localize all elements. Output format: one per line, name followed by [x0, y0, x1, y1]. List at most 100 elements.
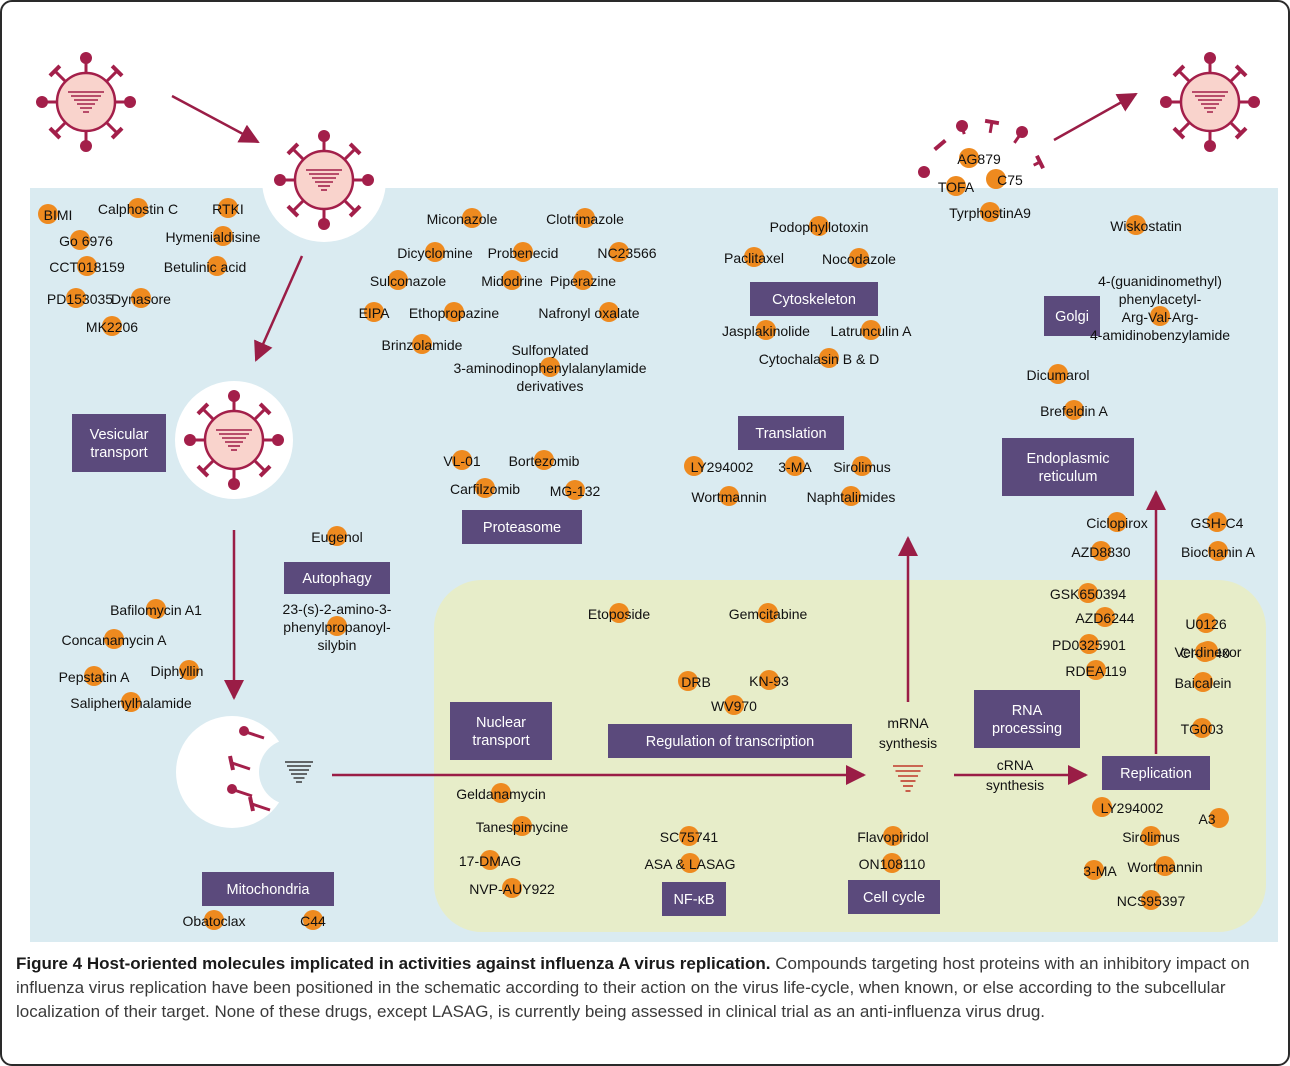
compound-dot: [207, 256, 227, 276]
compound: Wortmannin: [1127, 856, 1203, 876]
compound-dot: [327, 616, 347, 636]
category-label: Golgi: [1055, 309, 1089, 325]
compound-label: 3-MA: [1083, 863, 1117, 879]
rnp-stripes-icon: [285, 761, 313, 783]
compound: Pepstatin A: [59, 666, 130, 686]
compound-label: Verdinexor: [1175, 644, 1242, 660]
compound: Clotrimazole: [546, 208, 624, 228]
compound-dot: [462, 208, 482, 228]
compound-dot: [1150, 306, 1170, 326]
compound-dot: [452, 450, 472, 470]
process-label: synthesis: [986, 777, 1044, 793]
compound-label: TG003: [1181, 721, 1224, 737]
compound-dot: [946, 176, 966, 196]
compound-label: 4-(guanidinomethyl): [1098, 273, 1222, 289]
compound: Bortezomib: [509, 450, 580, 470]
process-label: mRNA: [887, 715, 929, 731]
compound-dot: [609, 603, 629, 623]
compound: VL-01: [443, 450, 481, 470]
compound-dot: [849, 248, 869, 268]
compound: C44: [300, 910, 326, 930]
compound-dot: [959, 148, 979, 168]
compound-label: Pepstatin A: [59, 669, 130, 685]
compound-dot: [744, 247, 764, 267]
compound-dot: [146, 599, 166, 619]
category-proteasome: Proteasome: [462, 510, 582, 544]
compound-dot: [491, 783, 511, 803]
category-nf-kb: NF-κB: [662, 882, 726, 916]
compound-dot: [128, 198, 148, 218]
compound-dot: [534, 450, 554, 470]
category-translation: Translation: [738, 416, 844, 450]
compound-label: PD0325901: [1052, 637, 1126, 653]
category-label: NF-κB: [673, 892, 714, 908]
compound-dot: [1198, 641, 1218, 661]
compound: WV970: [711, 695, 757, 715]
compound-dot: [599, 302, 619, 322]
compound-dot: [883, 826, 903, 846]
compound-dot: [502, 270, 522, 290]
caption-title: Figure 4 Host-oriented molecules implica…: [16, 954, 771, 973]
compound-dot: [1196, 613, 1216, 633]
compound: Hymenialdisine: [166, 226, 261, 246]
compound-label: PD153035: [47, 291, 113, 307]
compound-dot: [1086, 660, 1106, 680]
compound-label: Dynasore: [111, 291, 171, 307]
category-box: [848, 880, 940, 914]
compound-dot: [204, 910, 224, 930]
compound-dot: [980, 202, 1000, 222]
compound-label: KN-93: [749, 673, 789, 689]
compound-label: SC75741: [660, 829, 719, 845]
compound-label: Tanespimycine: [476, 819, 569, 835]
compound-dot: [540, 357, 560, 377]
compound: Wiskostatin: [1110, 215, 1182, 235]
caption-body: Compounds targeting host proteins with a…: [16, 954, 1250, 1021]
compound-dot: [77, 256, 97, 276]
compound-label: Ciclopirox: [1086, 515, 1147, 531]
compound-dot: [102, 316, 122, 336]
category-label: Vesicular: [90, 427, 149, 443]
compound-label: Arg-Val-Arg-: [1122, 309, 1199, 325]
category-box: [738, 416, 844, 450]
compound: C75: [986, 169, 1023, 189]
category-golgi: Golgi: [1044, 296, 1100, 336]
compound: RDEA119: [1065, 660, 1127, 680]
compound-label: NVP-AUY922: [469, 881, 555, 897]
compound-dot: [104, 629, 124, 649]
compound: Etoposide: [588, 603, 650, 623]
compound: Concanamycin A: [61, 629, 167, 649]
compound-label: C75: [997, 172, 1023, 188]
compound: SC75741: [660, 826, 719, 846]
compound-dot: [678, 671, 698, 691]
compound: Dicyclomine: [397, 242, 473, 262]
compound-dot: [1084, 860, 1104, 880]
category-mitochondria: Mitochondria: [202, 872, 334, 906]
compound-label: Carfilzomib: [450, 481, 520, 497]
compound-dot: [785, 456, 805, 476]
category-box: [462, 510, 582, 544]
compound: Sirolimus: [1122, 826, 1180, 846]
compound: 4-(guanidinomethyl)phenylacetyl-Arg-Val-…: [1090, 273, 1230, 343]
compound: GSH-C4: [1191, 512, 1244, 532]
compound: TG003: [1181, 718, 1224, 738]
compound: Gemcitabine: [729, 603, 808, 623]
compound-label: Piperazine: [550, 273, 616, 289]
category-label: RNA: [1012, 703, 1043, 719]
compound-label: Sirolimus: [1122, 829, 1180, 845]
category-label: Translation: [755, 426, 826, 442]
category-label: Cytoskeleton: [772, 292, 856, 308]
compound-dot: [1095, 607, 1115, 627]
compound: Obatoclax: [182, 910, 246, 930]
category-replication: Replication: [1102, 756, 1210, 790]
compound: Eugenol: [311, 526, 363, 546]
compound: ASA & LASAG: [644, 853, 736, 873]
compound: Geldanamycin: [456, 783, 546, 803]
category-label: Cell cycle: [863, 890, 925, 906]
compound: AZD6244: [1075, 607, 1135, 627]
compound-label: Ethopropazine: [409, 305, 500, 321]
compound: Saliphenylhalamide: [70, 692, 192, 712]
virus-entry-icon: [274, 130, 374, 230]
compound-label: TOFA: [938, 179, 975, 195]
